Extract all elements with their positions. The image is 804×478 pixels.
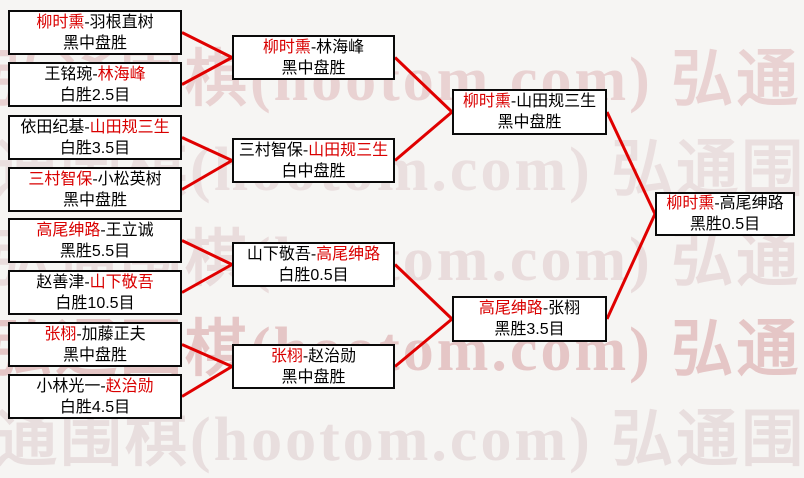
- winner-name: 柳时熏: [666, 195, 715, 212]
- match-players: 柳时熏-羽根直树: [36, 12, 153, 33]
- separator: -: [302, 141, 309, 159]
- loser-name: 赵善津: [36, 273, 85, 291]
- match-box-r2-2: 三村智保-山田规三生 白中盘胜: [232, 138, 395, 183]
- separator: -: [714, 195, 720, 212]
- separator: -: [100, 377, 106, 395]
- match-result: 白胜4.5目: [59, 398, 131, 416]
- match-players: 山下敬吾-高尾绅路: [247, 244, 380, 265]
- separator: -: [100, 221, 106, 239]
- loser-name: 羽根直树: [89, 13, 154, 31]
- match-result: 黑中盘胜: [62, 191, 127, 209]
- loser-name: 王立诚: [105, 221, 154, 239]
- match-players: 三村智保-山田规三生: [239, 140, 388, 161]
- separator: -: [510, 93, 517, 110]
- separator: -: [542, 300, 549, 317]
- separator: -: [310, 245, 317, 263]
- match-result: 黑胜0.5目: [689, 216, 761, 233]
- winner-name: 山田规三生: [308, 141, 389, 159]
- match-players: 柳时熏-山田规三生: [463, 91, 596, 112]
- match-box-r1-1: 柳时熏-羽根直树 黑中盘胜: [8, 10, 182, 55]
- loser-name: 小松英树: [97, 170, 162, 188]
- match-result: 白胜3.5目: [59, 139, 131, 157]
- match-players: 张栩-赵治勋: [271, 346, 356, 367]
- winner-name: 高尾绅路: [316, 245, 381, 263]
- separator: -: [92, 65, 98, 83]
- match-box-r2-4: 张栩-赵治勋 黑中盘胜: [232, 344, 395, 389]
- match-result: 白胜0.5目: [278, 266, 349, 284]
- loser-name: 山田规三生: [516, 93, 597, 110]
- match-box-r2-1: 柳时熏-林海峰 黑中盘胜: [232, 35, 395, 80]
- match-result: 黑中盘胜: [281, 368, 346, 386]
- match-result: 黑胜3.5目: [494, 321, 565, 338]
- loser-name: 小林光一: [36, 377, 101, 395]
- separator: -: [76, 325, 82, 343]
- match-players: 高尾绅路-王立诚: [36, 220, 153, 241]
- winner-name: 山下敬吾: [89, 273, 154, 291]
- winner-name: 张栩: [270, 347, 303, 365]
- match-box-r2-3: 山下敬吾-高尾绅路 白胜0.5目: [232, 242, 395, 287]
- match-result: 黑中盘胜: [281, 59, 346, 77]
- winner-name: 柳时熏: [262, 38, 311, 56]
- match-box-r1-7: 张栩-加藤正夫 黑中盘胜: [8, 322, 182, 367]
- match-box-r1-5: 高尾绅路-王立诚 黑胜5.5目: [8, 218, 182, 263]
- winner-name: 柳时熏: [36, 13, 85, 31]
- loser-name: 王铭琬: [44, 65, 93, 83]
- match-players: 张栩-加藤正夫: [44, 324, 145, 345]
- match-box-r3-2: 高尾绅路-张栩 黑胜3.5目: [452, 296, 607, 342]
- match-players: 小林光一-赵治勋: [36, 376, 153, 397]
- match-players: 王铭琬-林海峰: [44, 64, 145, 85]
- match-result: 黑中盘胜: [497, 114, 562, 131]
- match-box-r1-6: 赵善津-山下敬吾 白胜10.5目: [8, 270, 182, 315]
- separator: -: [84, 13, 90, 31]
- loser-name: 依田纪基: [20, 118, 85, 136]
- winner-name: 林海峰: [97, 65, 146, 83]
- match-box-r3-1: 柳时熏-山田规三生 黑中盘胜: [452, 89, 607, 135]
- separator: -: [84, 118, 90, 136]
- match-players: 依田纪基-山田规三生: [20, 117, 169, 138]
- match-box-r1-8: 小林光一-赵治勋 白胜4.5目: [8, 374, 182, 419]
- match-players: 高尾绅路-张栩: [479, 298, 580, 319]
- match-players: 赵善津-山下敬吾: [36, 272, 153, 293]
- winner-name: 柳时熏: [462, 93, 511, 110]
- match-result: 白胜2.5目: [59, 86, 131, 104]
- match-players: 柳时熏-林海峰: [263, 37, 364, 58]
- loser-name: 高尾绅路: [719, 195, 784, 212]
- winner-name: 张栩: [44, 325, 77, 343]
- winner-name: 高尾绅路: [478, 300, 543, 317]
- winner-name: 赵治勋: [105, 377, 154, 395]
- loser-name: 赵治勋: [308, 347, 357, 365]
- match-box-final: 柳时熏-高尾绅路 黑胜0.5目: [655, 192, 795, 236]
- match-result: 黑中盘胜: [62, 346, 127, 364]
- match-result: 黑中盘胜: [62, 34, 127, 52]
- match-result: 黑胜5.5目: [59, 242, 131, 260]
- match-players: 柳时熏-高尾绅路: [666, 193, 783, 214]
- loser-name: 三村智保: [238, 141, 303, 159]
- separator: -: [302, 347, 309, 365]
- loser-name: 林海峰: [316, 38, 365, 56]
- match-result: 白胜10.5目: [55, 294, 135, 312]
- match-box-r1-3: 依田纪基-山田规三生 白胜3.5目: [8, 115, 182, 160]
- loser-name: 山下敬吾: [246, 245, 311, 263]
- separator: -: [310, 38, 317, 56]
- winner-name: 高尾绅路: [36, 221, 101, 239]
- separator: -: [84, 273, 90, 291]
- winner-name: 三村智保: [28, 170, 93, 188]
- loser-name: 张栩: [548, 300, 581, 317]
- match-players: 三村智保-小松英树: [28, 169, 161, 190]
- bracket-connector-lines: [181, 31, 657, 398]
- match-box-r1-2: 王铭琬-林海峰 白胜2.5目: [8, 62, 182, 107]
- match-box-r1-4: 三村智保-小松英树 黑中盘胜: [8, 167, 182, 212]
- match-result: 白中盘胜: [281, 162, 346, 180]
- loser-name: 加藤正夫: [81, 325, 146, 343]
- winner-name: 山田规三生: [89, 118, 170, 136]
- separator: -: [92, 170, 98, 188]
